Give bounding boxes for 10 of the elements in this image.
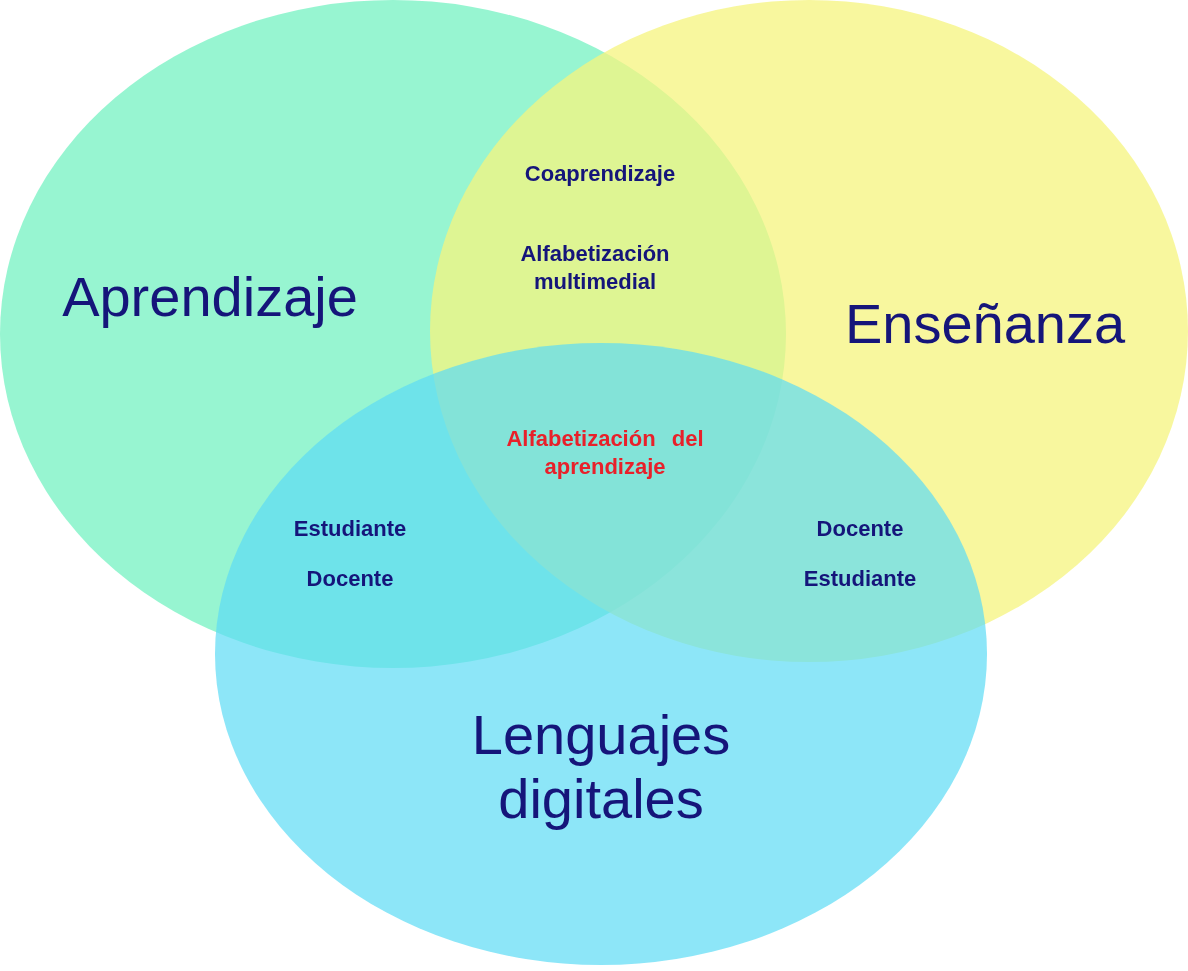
- region-label: Docente: [305, 565, 395, 593]
- circle-title: Enseñanza: [843, 292, 1127, 357]
- region-label: Alfabetización del aprendizaje: [505, 425, 705, 480]
- region-label: Docente: [815, 515, 905, 543]
- region-label: Alfabetización multimedial: [519, 240, 671, 295]
- region-label: Coaprendizaje: [523, 160, 677, 188]
- circle-title: Lenguajes digitales: [470, 703, 732, 832]
- region-label: Estudiante: [292, 515, 408, 543]
- region-label: Estudiante: [802, 565, 918, 593]
- circle-title: Aprendizaje: [61, 265, 359, 330]
